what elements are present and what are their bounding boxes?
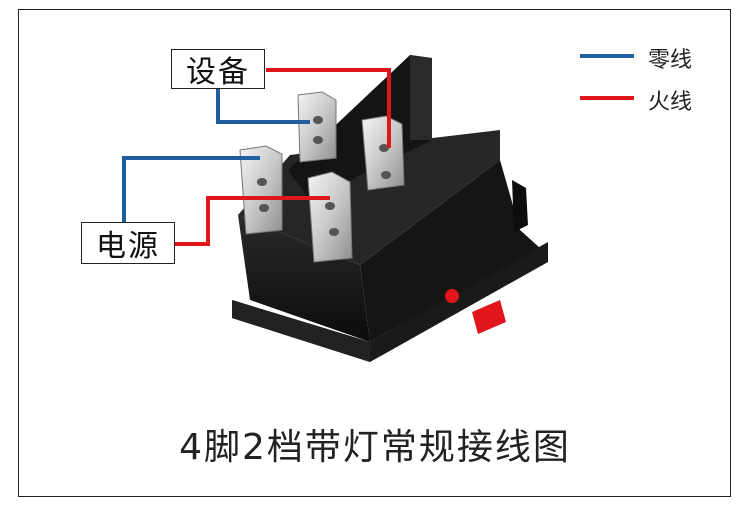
red-rocker	[472, 300, 506, 334]
live-wire-device	[266, 68, 391, 148]
live-wire-power	[175, 196, 330, 246]
legend-neutral-label: 零线	[648, 48, 693, 73]
terminal-back-left	[297, 91, 337, 163]
neutral-wire-power	[122, 156, 260, 222]
neutral-wire-device	[216, 87, 310, 124]
led-indicator	[445, 289, 459, 303]
switch-body	[232, 55, 548, 362]
terminal-front-left	[239, 145, 283, 235]
terminal-front-right	[307, 171, 353, 263]
terminal-back-right	[361, 115, 405, 191]
diagram-caption: 4脚2档带灯常规接线图	[179, 427, 571, 468]
wires	[122, 68, 391, 246]
device-label: 设备	[171, 49, 265, 90]
power-label: 电源	[81, 222, 175, 264]
legend-live-label: 火线	[648, 90, 693, 115]
